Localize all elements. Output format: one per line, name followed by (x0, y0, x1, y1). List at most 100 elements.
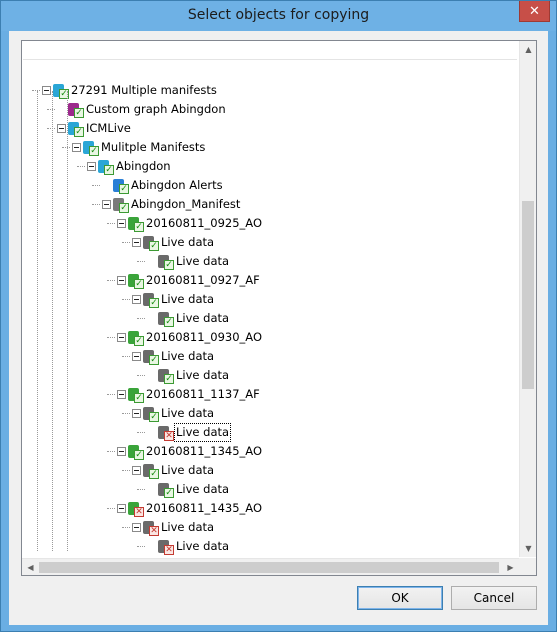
error-mark-icon: ✕ (149, 525, 159, 536)
collapse-icon[interactable] (72, 143, 81, 152)
live-data-check-icon: ✓ (158, 254, 174, 270)
tree-item[interactable]: ✕Live data (132, 518, 215, 537)
ok-button[interactable]: OK (357, 586, 443, 610)
checkmark-icon: ✓ (134, 221, 144, 232)
tree-item[interactable]: ✕20160811_1435_AO (117, 499, 263, 518)
tree-connector-line (47, 128, 55, 129)
tree-item-label: Live data (176, 482, 230, 496)
tree-item-label: Live data (176, 254, 230, 268)
collapse-icon[interactable] (117, 276, 126, 285)
tree-item[interactable]: ✕Live data (147, 423, 232, 442)
object-tree[interactable]: ✓27291 Multiple manifests✓Custom graph A… (21, 40, 537, 576)
collapse-icon[interactable] (132, 466, 141, 475)
run-check-icon: ✓ (128, 216, 144, 232)
icon-base (143, 235, 154, 249)
tree-item-label: Live data (161, 520, 215, 534)
tree-item[interactable]: ✓Live data (132, 233, 215, 252)
tree-item-label: Abingdon_Manifest (131, 197, 241, 211)
scroll-left-arrow-icon[interactable]: ◀ (27, 563, 34, 572)
checkmark-icon: ✓ (74, 126, 84, 137)
checkmark-icon: ✓ (149, 411, 159, 422)
tree-item[interactable]: ✓27291 Multiple manifests (42, 81, 218, 100)
tree-item-label: Live data (161, 463, 215, 477)
title-bar[interactable]: Select objects for copying ✕ (1, 1, 556, 31)
icon-base (128, 330, 139, 344)
live-data-check-icon: ✓ (143, 292, 159, 308)
collapse-icon[interactable] (42, 86, 51, 95)
graph-check-icon: ✓ (68, 102, 84, 118)
tree-item[interactable]: ✓Live data (147, 309, 230, 328)
scroll-right-arrow-icon[interactable]: ▶ (507, 563, 514, 572)
live-data-check-icon: ✓ (143, 349, 159, 365)
horizontal-scrollbar[interactable]: ◀ ▶ (22, 558, 519, 575)
icon-base (158, 482, 169, 496)
tree-connector-line (122, 242, 130, 243)
tree-header-strip (23, 42, 517, 60)
tree-item[interactable]: ✓Mulitple Manifests (72, 138, 206, 157)
tree-connector-line (137, 261, 145, 262)
alert-check-icon: ✓ (113, 178, 129, 194)
tree-item[interactable]: ✓Live data (132, 404, 215, 423)
tree-item[interactable]: ✓20160811_0925_AO (117, 214, 263, 233)
tree-item[interactable]: ✕Live data (147, 537, 230, 556)
checkmark-icon: ✓ (134, 449, 144, 460)
error-mark-icon: ✕ (164, 430, 174, 441)
checkmark-icon: ✓ (149, 354, 159, 365)
tree-item[interactable]: ✓20160811_1345_AO (117, 442, 263, 461)
collapse-icon[interactable] (117, 504, 126, 513)
icon-base (128, 216, 139, 230)
horizontal-scroll-thumb[interactable] (39, 562, 499, 573)
icon-base (128, 444, 139, 458)
tree-item-label: 20160811_0925_AO (146, 216, 263, 230)
tree-item[interactable]: ✓20160811_1137_AF (117, 385, 261, 404)
collapse-icon[interactable] (132, 523, 141, 532)
collapse-icon[interactable] (87, 162, 96, 171)
tree-connector-line (107, 508, 115, 509)
collapse-icon[interactable] (132, 238, 141, 247)
collapse-icon[interactable] (102, 200, 111, 209)
icon-base (143, 406, 154, 420)
tree-item[interactable]: ✓Live data (132, 347, 215, 366)
checkmark-icon: ✓ (164, 259, 174, 270)
error-mark-icon: ✕ (164, 544, 174, 555)
cancel-button[interactable]: Cancel (451, 586, 537, 610)
collapse-icon[interactable] (117, 219, 126, 228)
icon-base (158, 254, 169, 268)
collapse-icon[interactable] (117, 333, 126, 342)
vertical-scroll-thumb[interactable] (522, 201, 534, 389)
tree-item[interactable]: ✓Custom graph Abingdon (57, 100, 227, 119)
collapse-icon[interactable] (132, 295, 141, 304)
scroll-up-arrow-icon[interactable]: ▲ (525, 45, 532, 54)
close-button[interactable]: ✕ (519, 1, 550, 22)
collapse-icon[interactable] (57, 124, 66, 133)
scroll-down-arrow-icon[interactable]: ▼ (525, 544, 532, 553)
run-check-icon: ✓ (128, 444, 144, 460)
tree-item[interactable]: ✓ICMLive (57, 119, 132, 138)
tree-view[interactable]: ✓27291 Multiple manifests✓Custom graph A… (22, 41, 519, 557)
checkmark-icon: ✓ (164, 487, 174, 498)
tree-item-label: Live data (161, 406, 215, 420)
vertical-scrollbar[interactable]: ▲ ▼ (519, 41, 536, 557)
folder-check-icon: ✓ (68, 121, 84, 137)
tree-item[interactable]: ✓20160811_0930_AO (117, 328, 263, 347)
tree-item[interactable]: ✓Abingdon (87, 157, 172, 176)
tree-item[interactable]: ✓Live data (147, 366, 230, 385)
tree-item[interactable]: ✓Live data (132, 290, 215, 309)
collapse-icon[interactable] (132, 409, 141, 418)
tree-item[interactable]: ✓Abingdon Alerts (102, 176, 224, 195)
tree-item[interactable]: ✓20160811_0927_AF (117, 271, 261, 290)
scrollbar-corner (519, 558, 536, 575)
tree-item[interactable]: ✓Live data (132, 461, 215, 480)
tree-item[interactable]: ✓Live data (147, 480, 230, 499)
tree-item[interactable]: ✓Abingdon (102, 556, 187, 557)
collapse-icon[interactable] (117, 390, 126, 399)
tree-item[interactable]: ✓Live data (147, 252, 230, 271)
run-check-icon: ✓ (128, 273, 144, 289)
run-check-icon: ✓ (128, 387, 144, 403)
collapse-icon[interactable] (132, 352, 141, 361)
icon-base (158, 539, 169, 553)
checkmark-icon: ✓ (149, 240, 159, 251)
tree-item[interactable]: ✓Abingdon_Manifest (102, 195, 241, 214)
checkmark-icon: ✓ (149, 297, 159, 308)
collapse-icon[interactable] (117, 447, 126, 456)
